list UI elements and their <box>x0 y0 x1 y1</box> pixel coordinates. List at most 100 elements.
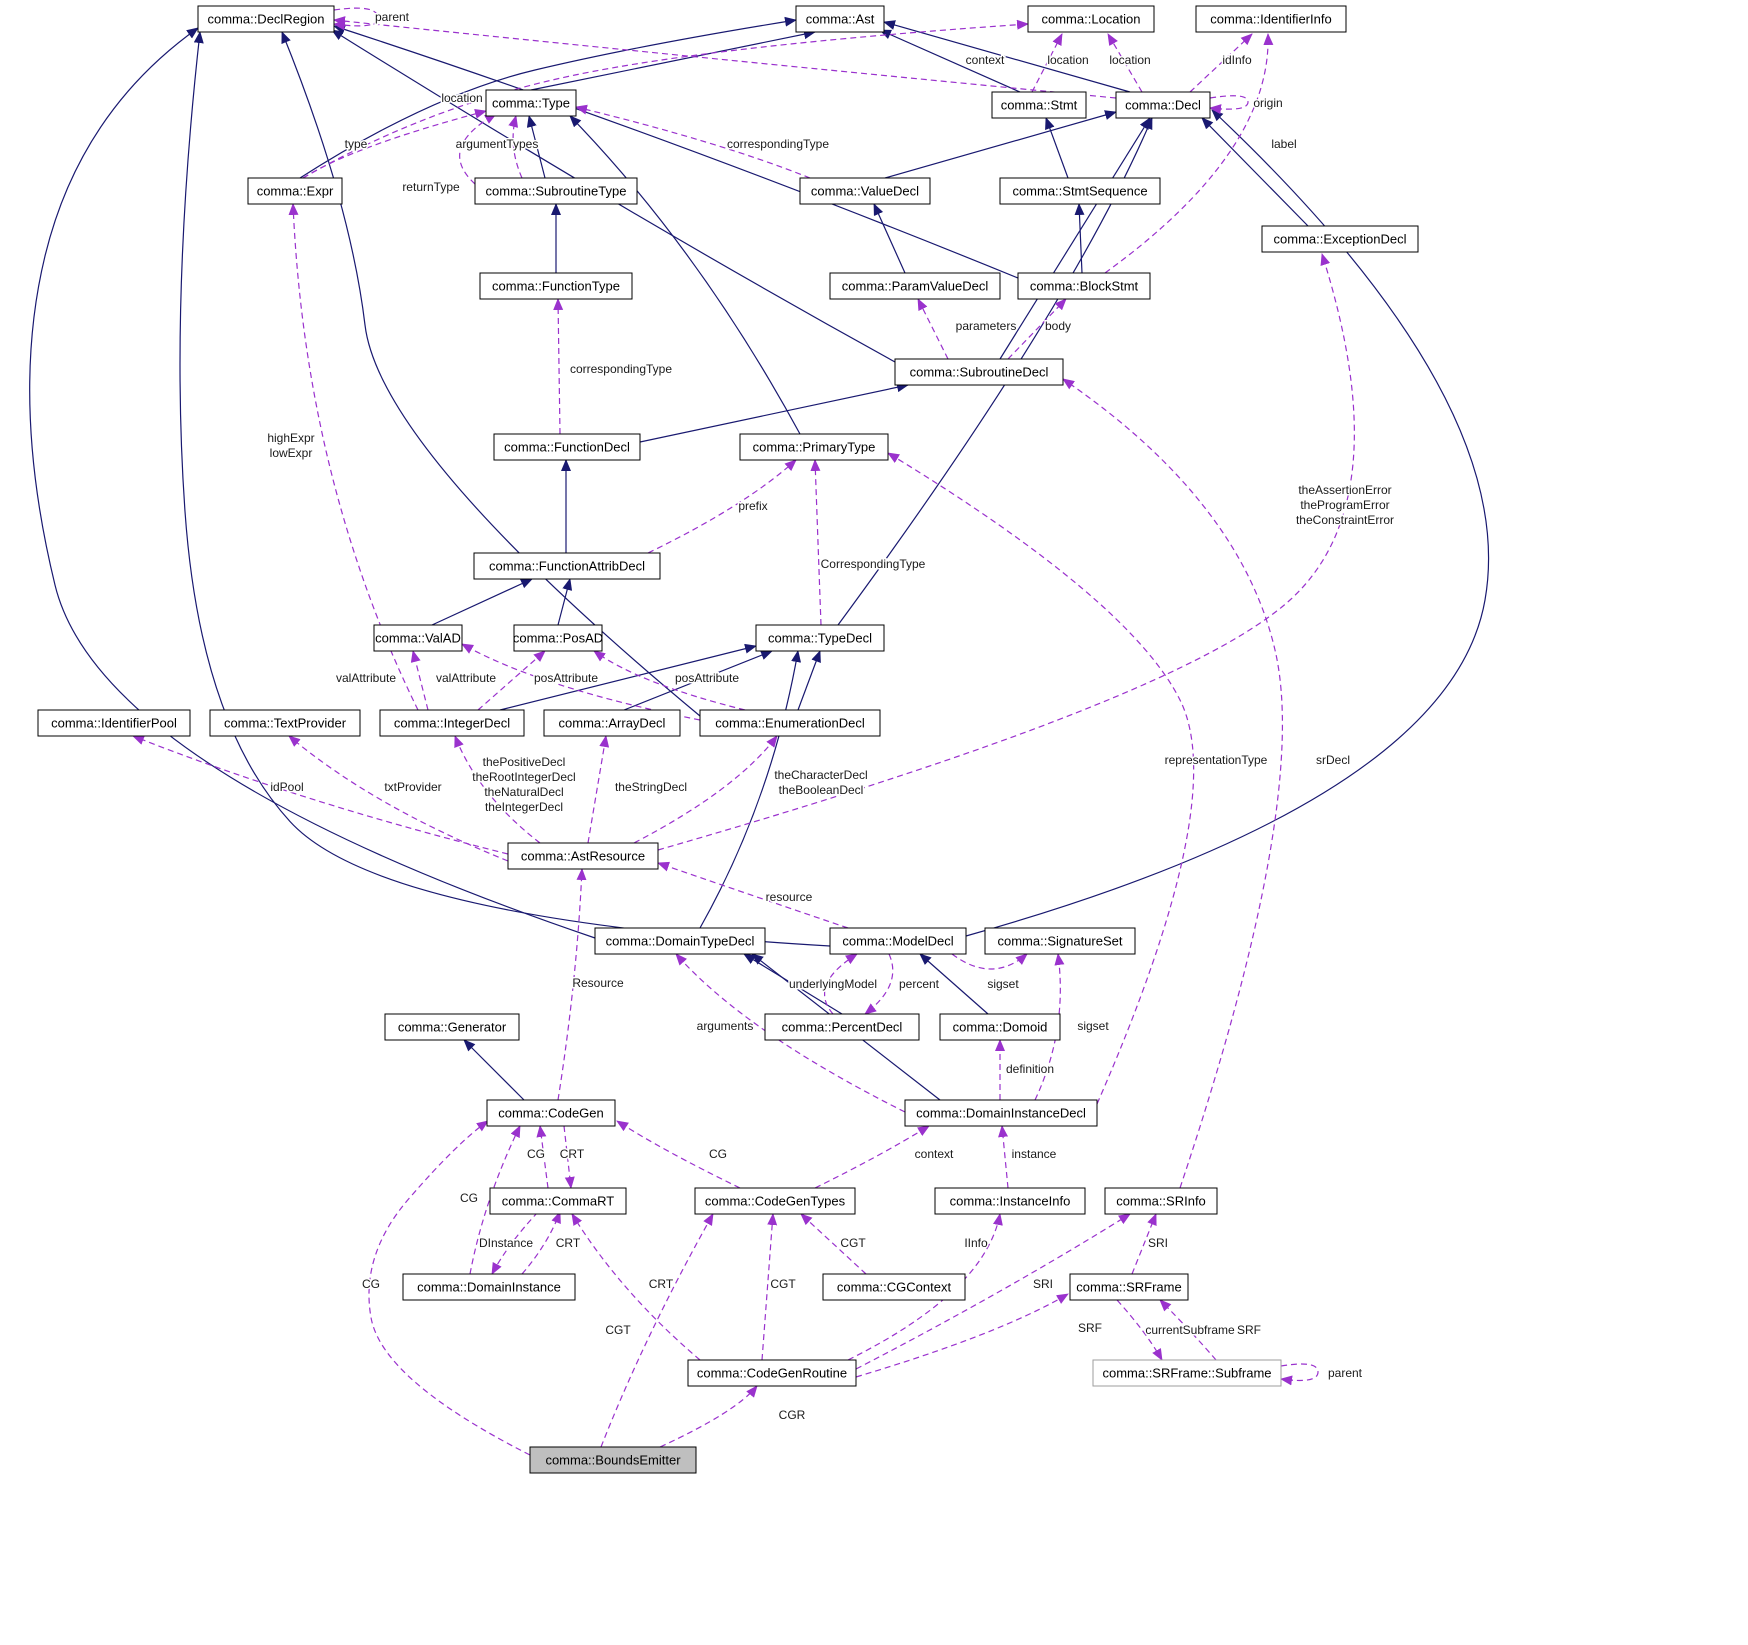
class-node-label-decl: comma::Decl <box>1125 98 1201 113</box>
usage-edge-decl-to-decl <box>1209 95 1249 115</box>
class-node-box-codegenroutine <box>687 1359 857 1387</box>
class-node-boundsemitter[interactable]: comma::BoundsEmitter <box>529 1446 697 1474</box>
class-node-expr[interactable]: comma::Expr <box>247 177 343 205</box>
usage-edge-modeldecl-to-signatureset <box>951 953 1028 970</box>
class-node-textprovider[interactable]: comma::TextProvider <box>209 709 361 737</box>
class-node-generator[interactable]: comma::Generator <box>384 1013 520 1041</box>
edge-label-codegen-to-commart: CRT <box>560 1147 585 1161</box>
edge-label-expr-to-location: location <box>441 91 482 105</box>
class-node-box-functiontype <box>479 272 633 300</box>
class-node-commart[interactable]: comma::CommaRT <box>489 1187 627 1215</box>
class-node-box-generator <box>384 1013 520 1041</box>
class-node-box-arraydecl <box>543 709 681 737</box>
edge-label-codegentypes-to-domaininstancedecl: context <box>915 1147 954 1161</box>
usage-edge-codegenroutine-to-srframe <box>855 1293 1069 1378</box>
class-node-domaininstance[interactable]: comma::DomainInstance <box>402 1273 576 1301</box>
class-node-box-integerdecl <box>379 709 525 737</box>
edge-label-srframe-to-srinfo: SRI <box>1148 1236 1168 1250</box>
class-node-stmtsequence[interactable]: comma::StmtSequence <box>999 177 1161 205</box>
class-node-identifierinfo[interactable]: comma::IdentifierInfo <box>1195 5 1347 33</box>
inheritance-edge-modeldecl-to-decl <box>965 109 1490 937</box>
usage-edge-codegenroutine-to-codegentypes <box>761 1213 778 1361</box>
class-node-signatureset[interactable]: comma::SignatureSet <box>984 927 1136 955</box>
class-node-label-paramvaluedecl: comma::ParamValueDecl <box>842 279 989 294</box>
usage-edge-codegenroutine-to-srinfo <box>855 1213 1131 1370</box>
class-node-modeldecl[interactable]: comma::ModelDecl <box>829 927 967 955</box>
inheritance-edge-subroutinedecl-to-decl <box>999 117 1151 360</box>
class-node-codegen[interactable]: comma::CodeGen <box>486 1099 616 1127</box>
inheritance-edge-codegen-to-generator <box>463 1039 525 1101</box>
usage-edge-boundsemitter-to-codegentypes <box>600 1213 714 1448</box>
class-node-subroutinetype[interactable]: comma::SubroutineType <box>474 177 638 205</box>
class-node-label-stmt: comma::Stmt <box>1001 98 1078 113</box>
class-node-srinfo[interactable]: comma::SRInfo <box>1104 1187 1218 1215</box>
class-node-box-srframe <box>1069 1273 1189 1301</box>
class-node-valad[interactable]: comma::ValAD <box>373 624 463 652</box>
class-node-box-modeldecl <box>829 927 967 955</box>
class-node-declregion[interactable]: comma::DeclRegion <box>197 5 335 33</box>
class-node-domaintypedecl[interactable]: comma::DomainTypeDecl <box>594 927 766 955</box>
class-node-valuedecl[interactable]: comma::ValueDecl <box>799 177 931 205</box>
class-node-subframe[interactable]: comma::SRFrame::Subframe <box>1092 1359 1282 1387</box>
class-node-domoid[interactable]: comma::Domoid <box>939 1013 1061 1041</box>
inheritance-edge-valad-to-functionattribdecl <box>431 578 533 626</box>
class-node-exceptiondecl[interactable]: comma::ExceptionDecl <box>1261 225 1419 253</box>
class-node-arraydecl[interactable]: comma::ArrayDecl <box>543 709 681 737</box>
class-node-astresource[interactable]: comma::AstResource <box>507 842 659 870</box>
usage-edge-domaininstancedecl-to-domaintypedecl <box>675 953 906 1113</box>
class-node-instanceinfo[interactable]: comma::InstanceInfo <box>934 1187 1086 1215</box>
edge-label-enumerationdecl-to-valad: valAttribute <box>436 671 496 685</box>
class-node-cgcontext[interactable]: comma::CGContext <box>822 1273 966 1301</box>
class-node-subroutinedecl[interactable]: comma::SubroutineDecl <box>894 358 1064 386</box>
edge-label-domaininstancedecl-to-signatureset: sigset <box>1077 1019 1109 1033</box>
inheritance-edge-valuedecl-to-decl <box>884 110 1117 179</box>
inheritance-edge-primarytype-to-type <box>569 115 801 435</box>
usage-edge-declregion-to-declregion <box>333 7 379 31</box>
usage-edge-codegenroutine-to-commart <box>571 1213 701 1361</box>
class-node-functiontype[interactable]: comma::FunctionType <box>479 272 633 300</box>
edge-label-codegentypes-to-codegen: CG <box>709 1147 727 1161</box>
class-node-paramvaluedecl[interactable]: comma::ParamValueDecl <box>829 272 1001 300</box>
edge-label-domaininstance-to-commart: CRT <box>556 1236 581 1250</box>
class-node-blockstmt[interactable]: comma::BlockStmt <box>1017 272 1151 300</box>
class-node-stmt[interactable]: comma::Stmt <box>991 91 1087 119</box>
edge-label-decl-to-location: location <box>1109 53 1150 67</box>
class-node-codegenroutine[interactable]: comma::CodeGenRoutine <box>687 1359 857 1387</box>
usage-edge-astresource-to-identifierpool <box>132 735 509 855</box>
class-node-label-generator: comma::Generator <box>398 1020 507 1035</box>
class-node-decl[interactable]: comma::Decl <box>1115 91 1211 119</box>
usage-edge-decl-to-location <box>1107 33 1143 93</box>
class-node-box-domaininstance <box>402 1273 576 1301</box>
class-node-box-type <box>485 89 577 117</box>
class-node-integerdecl[interactable]: comma::IntegerDecl <box>379 709 525 737</box>
class-node-label-astresource: comma::AstResource <box>521 849 645 864</box>
class-node-codegentypes[interactable]: comma::CodeGenTypes <box>694 1187 856 1215</box>
edge-label-enumerationdecl-to-posad: posAttribute <box>675 671 739 685</box>
class-node-type[interactable]: comma::Type <box>485 89 577 117</box>
class-node-box-subframe <box>1092 1359 1282 1387</box>
usage-edge-integerdecl-to-valad <box>410 650 429 711</box>
inheritance-edge-subroutinetype-to-type <box>526 115 546 179</box>
edge-label-typedecl-to-primarytype: CorrespondingType <box>821 557 926 571</box>
class-node-enumerationdecl[interactable]: comma::EnumerationDecl <box>699 709 881 737</box>
class-node-ast[interactable]: comma::Ast <box>795 5 885 33</box>
edge-label-domaininstance-to-codegen: CG <box>460 1191 478 1205</box>
class-node-label-domaintypedecl: comma::DomainTypeDecl <box>606 934 755 949</box>
usage-edge-functionattribdecl-to-primarytype <box>647 459 797 554</box>
class-node-box-signatureset <box>984 927 1136 955</box>
class-node-functiondecl[interactable]: comma::FunctionDecl <box>493 433 641 461</box>
class-node-srframe[interactable]: comma::SRFrame <box>1069 1273 1189 1301</box>
class-node-posad[interactable]: comma::PosAD <box>513 624 603 652</box>
class-node-primarytype[interactable]: comma::PrimaryType <box>739 433 889 461</box>
class-node-box-subroutinetype <box>474 177 638 205</box>
usage-edge-codegentypes-to-domaininstancedecl <box>814 1125 930 1189</box>
usage-edge-subroutinetype-to-type <box>459 113 497 185</box>
class-node-identifierpool[interactable]: comma::IdentifierPool <box>37 709 191 737</box>
class-node-location[interactable]: comma::Location <box>1027 5 1155 33</box>
class-node-domaininstancedecl[interactable]: comma::DomainInstanceDecl <box>904 1099 1098 1127</box>
edge-label-srinfo-to-subroutinedecl: srDecl <box>1316 753 1350 767</box>
class-node-percentdecl[interactable]: comma::PercentDecl <box>764 1013 920 1041</box>
class-node-functionattribdecl[interactable]: comma::FunctionAttribDecl <box>473 552 661 580</box>
class-node-typedecl[interactable]: comma::TypeDecl <box>755 624 885 652</box>
class-node-box-subroutinedecl <box>894 358 1064 386</box>
